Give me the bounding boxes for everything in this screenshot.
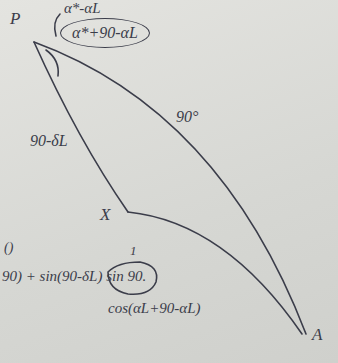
note-number: 1 [130, 244, 137, 258]
formula-text: 90) + sin(90-δL) sin 90. [2, 268, 146, 285]
side-label: 90° [176, 108, 198, 126]
vertex-label: A [312, 326, 322, 345]
side-px [34, 42, 128, 212]
side-pa [34, 42, 306, 334]
formula-text: cos(αL+90-αL) [108, 300, 201, 317]
angle-label: α*-αL [64, 0, 101, 17]
circled-expression: α*+90-αL [60, 18, 150, 48]
expression-text: α*+90-αL [61, 24, 149, 42]
formula-fragment: () [4, 240, 13, 255]
vertex-label: P [10, 10, 20, 29]
vertex-label: X [100, 206, 110, 225]
angle-arc [46, 50, 58, 76]
side-label: 90-δL [30, 132, 68, 150]
